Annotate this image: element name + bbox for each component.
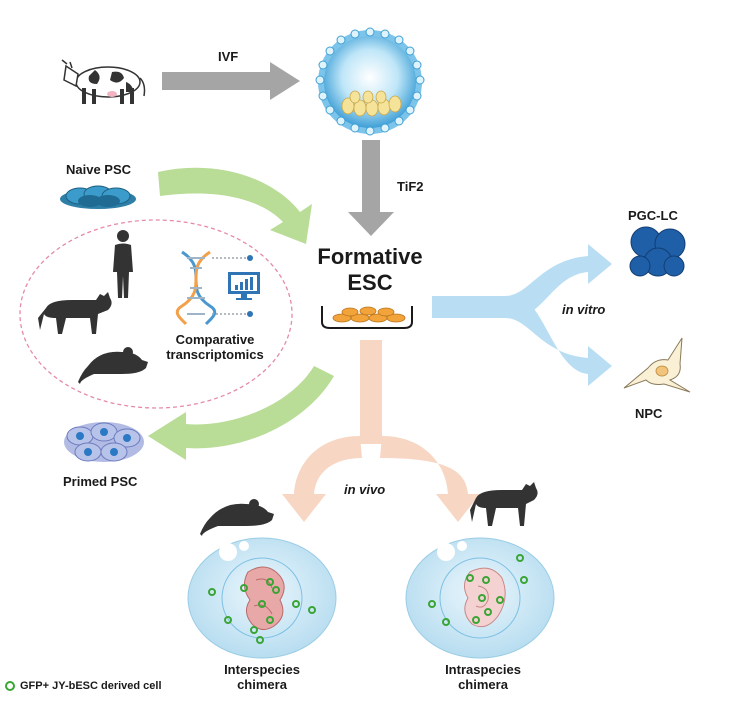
- cow-silhouette-icon: [38, 292, 112, 334]
- npc-neuron-icon: [623, 337, 691, 393]
- pgc-lc-cluster-icon: [629, 226, 686, 277]
- intraspecies-chimera-line-2: chimera: [458, 677, 508, 692]
- naive-psc-cells-icon: [60, 185, 136, 209]
- in-vitro-arrow: [432, 244, 612, 386]
- mouse-chimera-icon: [200, 499, 274, 536]
- mouse-icon: [78, 347, 148, 384]
- monitor-chart-icon: [212, 255, 260, 317]
- interspecies-chimera-label: Interspecies chimera: [197, 662, 327, 692]
- formative-esc-line-1: Formative: [317, 244, 423, 269]
- primed-psc-label: Primed PSC: [63, 474, 138, 489]
- intraspecies-chimera-line-1: Intraspecies: [445, 662, 521, 677]
- legend-label: GFP+ JY-bESC derived cell: [20, 680, 162, 692]
- naive-psc-label: Naive PSC: [66, 162, 132, 177]
- intraspecies-chimera-label: Intraspecies chimera: [418, 662, 548, 692]
- formative-to-primed-arrow: [148, 366, 334, 460]
- primed-psc-cells-icon: [64, 422, 144, 462]
- naive-to-formative-arrow: [158, 167, 312, 244]
- in-vivo-arrow: [282, 340, 480, 522]
- npc-label: NPC: [635, 406, 663, 421]
- ivf-label: IVF: [218, 49, 239, 64]
- cow-icon: [61, 59, 146, 104]
- formative-esc-label: Formative ESC: [300, 244, 440, 296]
- comparative-transcriptomics-label: Comparative transcriptomics: [150, 332, 280, 362]
- interspecies-chimera-line-1: Interspecies: [224, 662, 300, 677]
- ivf-arrow: [162, 62, 300, 100]
- cow-chimera-icon: [470, 482, 538, 526]
- interspecies-chimera-line-2: chimera: [237, 677, 287, 692]
- legend-gfp-marker: [5, 681, 15, 691]
- comparative-transcriptomics-line-1: Comparative: [175, 332, 255, 347]
- tif2-arrow: [348, 140, 394, 236]
- formative-esc-line-2: ESC: [347, 270, 393, 295]
- in-vivo-label: in vivo: [344, 482, 386, 497]
- comparative-transcriptomics-line-2: transcriptomics: [166, 347, 264, 362]
- in-vitro-label: in vitro: [562, 302, 606, 317]
- interspecies-embryo-icon: [187, 537, 337, 659]
- human-icon: [113, 230, 133, 298]
- intraspecies-embryo-icon: [405, 537, 555, 659]
- tif2-label: TiF2: [397, 179, 424, 194]
- blastocyst-icon: [315, 27, 425, 136]
- dish-icon: [321, 306, 413, 329]
- comparative-group-circle: [19, 219, 293, 409]
- pgc-lc-label: PGC-LC: [628, 208, 678, 223]
- dna-icon: [175, 250, 217, 326]
